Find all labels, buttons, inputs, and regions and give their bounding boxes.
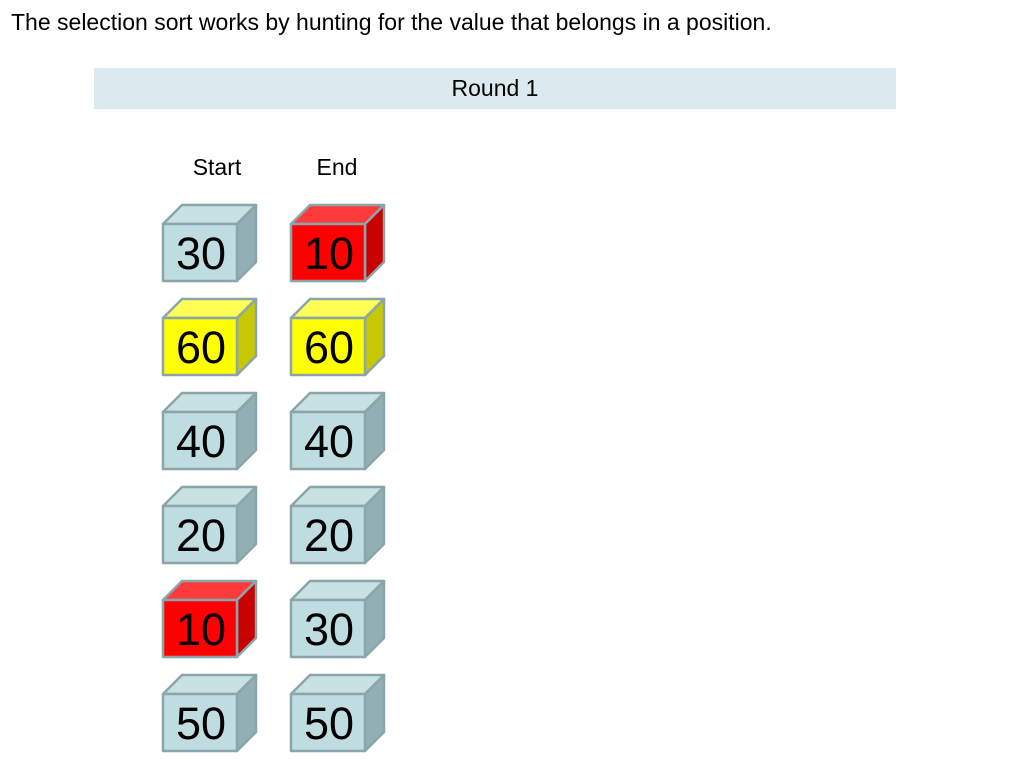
cube-shape (289, 297, 386, 377)
cube-start-3: 40 (161, 391, 259, 473)
cube-value: 60 (175, 322, 227, 373)
cube-end-2: 60 (289, 297, 387, 379)
cube-value: 10 (303, 228, 355, 279)
cube-shape (289, 391, 386, 471)
cube-shape (289, 203, 386, 283)
slide-caption: The selection sort works by hunting for … (11, 9, 772, 35)
cube-shape (161, 203, 258, 283)
cube-start-5: 10 (161, 579, 259, 661)
cube-shape (161, 579, 258, 659)
cube-value: 60 (303, 322, 355, 373)
cube-start-1: 30 (161, 203, 259, 285)
cube-start-2: 60 (161, 297, 259, 379)
cube-end-6: 50 (289, 673, 387, 755)
cube-shape (289, 673, 386, 753)
round-banner: Round 1 (94, 68, 896, 109)
cube-value: 10 (175, 604, 227, 655)
round-label: Round 1 (451, 75, 539, 101)
cube-shape (289, 485, 386, 565)
cube-start-6: 50 (161, 673, 259, 755)
cube-shape (161, 297, 258, 377)
cube-value: 50 (303, 698, 355, 749)
column-header-end: End (316, 154, 358, 180)
cube-shape (161, 485, 258, 565)
cube-end-1: 10 (289, 203, 387, 285)
cube-value: 40 (175, 416, 227, 467)
cube-start-4: 20 (161, 485, 259, 567)
cube-shape (161, 391, 258, 471)
cube-value: 20 (303, 510, 355, 561)
cube-value: 30 (303, 604, 355, 655)
cube-shape (289, 579, 386, 659)
cube-end-5: 30 (289, 579, 387, 661)
cube-shape (161, 673, 258, 753)
column-header-start: Start (192, 154, 242, 180)
cube-value: 20 (175, 510, 227, 561)
cube-value: 50 (175, 698, 227, 749)
cube-end-3: 40 (289, 391, 387, 473)
cube-value: 40 (303, 416, 355, 467)
cube-value: 30 (175, 228, 227, 279)
cube-end-4: 20 (289, 485, 387, 567)
